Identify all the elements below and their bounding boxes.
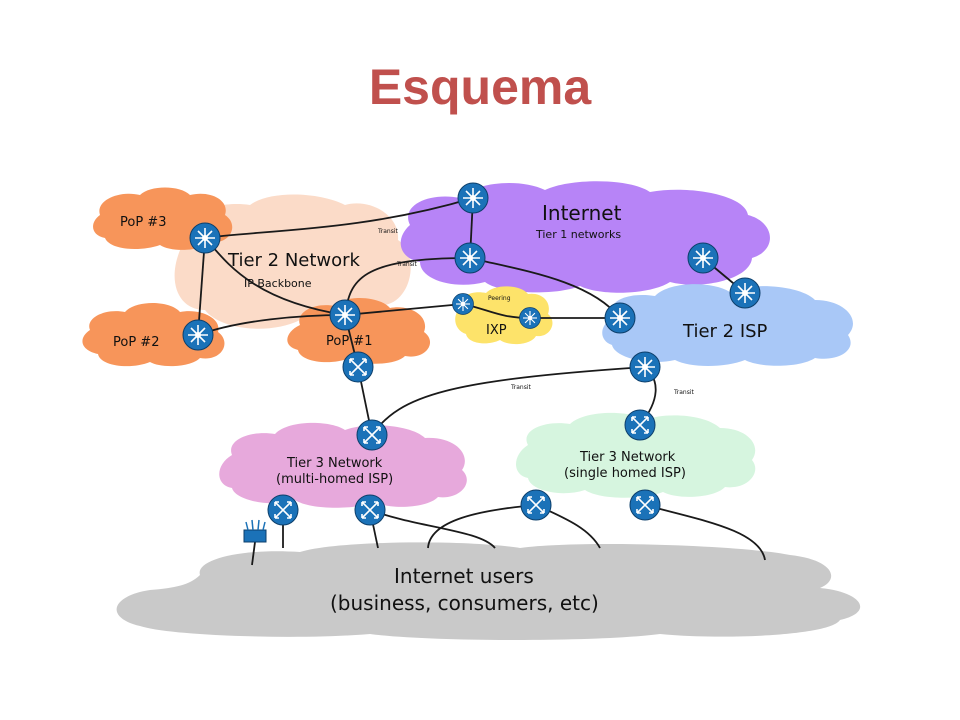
switch-tier3-multi-top	[356, 419, 388, 451]
access-server-icon	[243, 519, 267, 543]
router-ixp-left	[451, 292, 475, 316]
internet-users-subtitle: (business, consumers, etc)	[330, 591, 599, 615]
pop2-label: PoP #2	[113, 335, 159, 350]
router-pop2	[182, 319, 214, 351]
tier3-multi-title: Tier 3 Network	[286, 456, 383, 471]
tier3-single-cloud	[516, 412, 756, 498]
pop3-label: PoP #3	[120, 215, 166, 230]
tier3-multi-cloud	[219, 422, 467, 508]
transit-label-2: Transit	[396, 261, 418, 268]
tier3-multi-subtitle: (multi-homed ISP)	[276, 472, 393, 487]
tier3-single-title: Tier 3 Network	[579, 450, 676, 465]
internet-cloud	[400, 181, 770, 293]
internet-users-title: Internet users	[394, 564, 534, 588]
transit-label-1: Transit	[377, 228, 399, 235]
switch-tier3-multi-right	[354, 494, 386, 526]
pop2-cloud	[82, 303, 225, 367]
router-internet-top	[457, 182, 489, 214]
ixp-label: IXP	[486, 323, 507, 338]
pop1-label: PoP #1	[326, 334, 372, 349]
switch-tier3-single-left	[520, 489, 552, 521]
switch-tier3-multi-left	[267, 494, 299, 526]
router-internet-right	[687, 242, 719, 274]
router-pop3	[189, 222, 221, 254]
router-tier2-isp-right	[729, 277, 761, 309]
router-tier2-isp-left	[604, 302, 636, 334]
tier2-network-subtitle: IP Backbone	[244, 277, 312, 290]
slide-title: Esquema	[368, 59, 592, 115]
tier2-isp-cloud	[602, 284, 853, 366]
tier2-isp-label: Tier 2 ISP	[682, 321, 768, 342]
tier2-network-title: Tier 2 Network	[227, 250, 361, 271]
switch-tier3-single-right	[629, 489, 661, 521]
pop1-cloud	[287, 297, 431, 364]
switch-tier3-single-top	[624, 409, 656, 441]
tier3-single-subtitle: (single homed ISP)	[564, 466, 686, 481]
transit-label-4: Transit	[673, 389, 695, 396]
router-tier2-isp-bottom	[629, 351, 661, 383]
internet-subtitle: Tier 1 networks	[535, 228, 621, 241]
tier2-network-cloud	[174, 194, 411, 329]
internet-title: Internet	[542, 201, 622, 225]
peering-label: Peering	[488, 295, 511, 302]
transit-label-3: Transit	[510, 384, 532, 391]
router-internet-left	[454, 242, 486, 274]
router-pop1	[329, 299, 361, 331]
router-ixp-right	[518, 306, 542, 330]
switch-pop1-bottom	[342, 351, 374, 383]
internet-users-cloud	[116, 542, 861, 640]
